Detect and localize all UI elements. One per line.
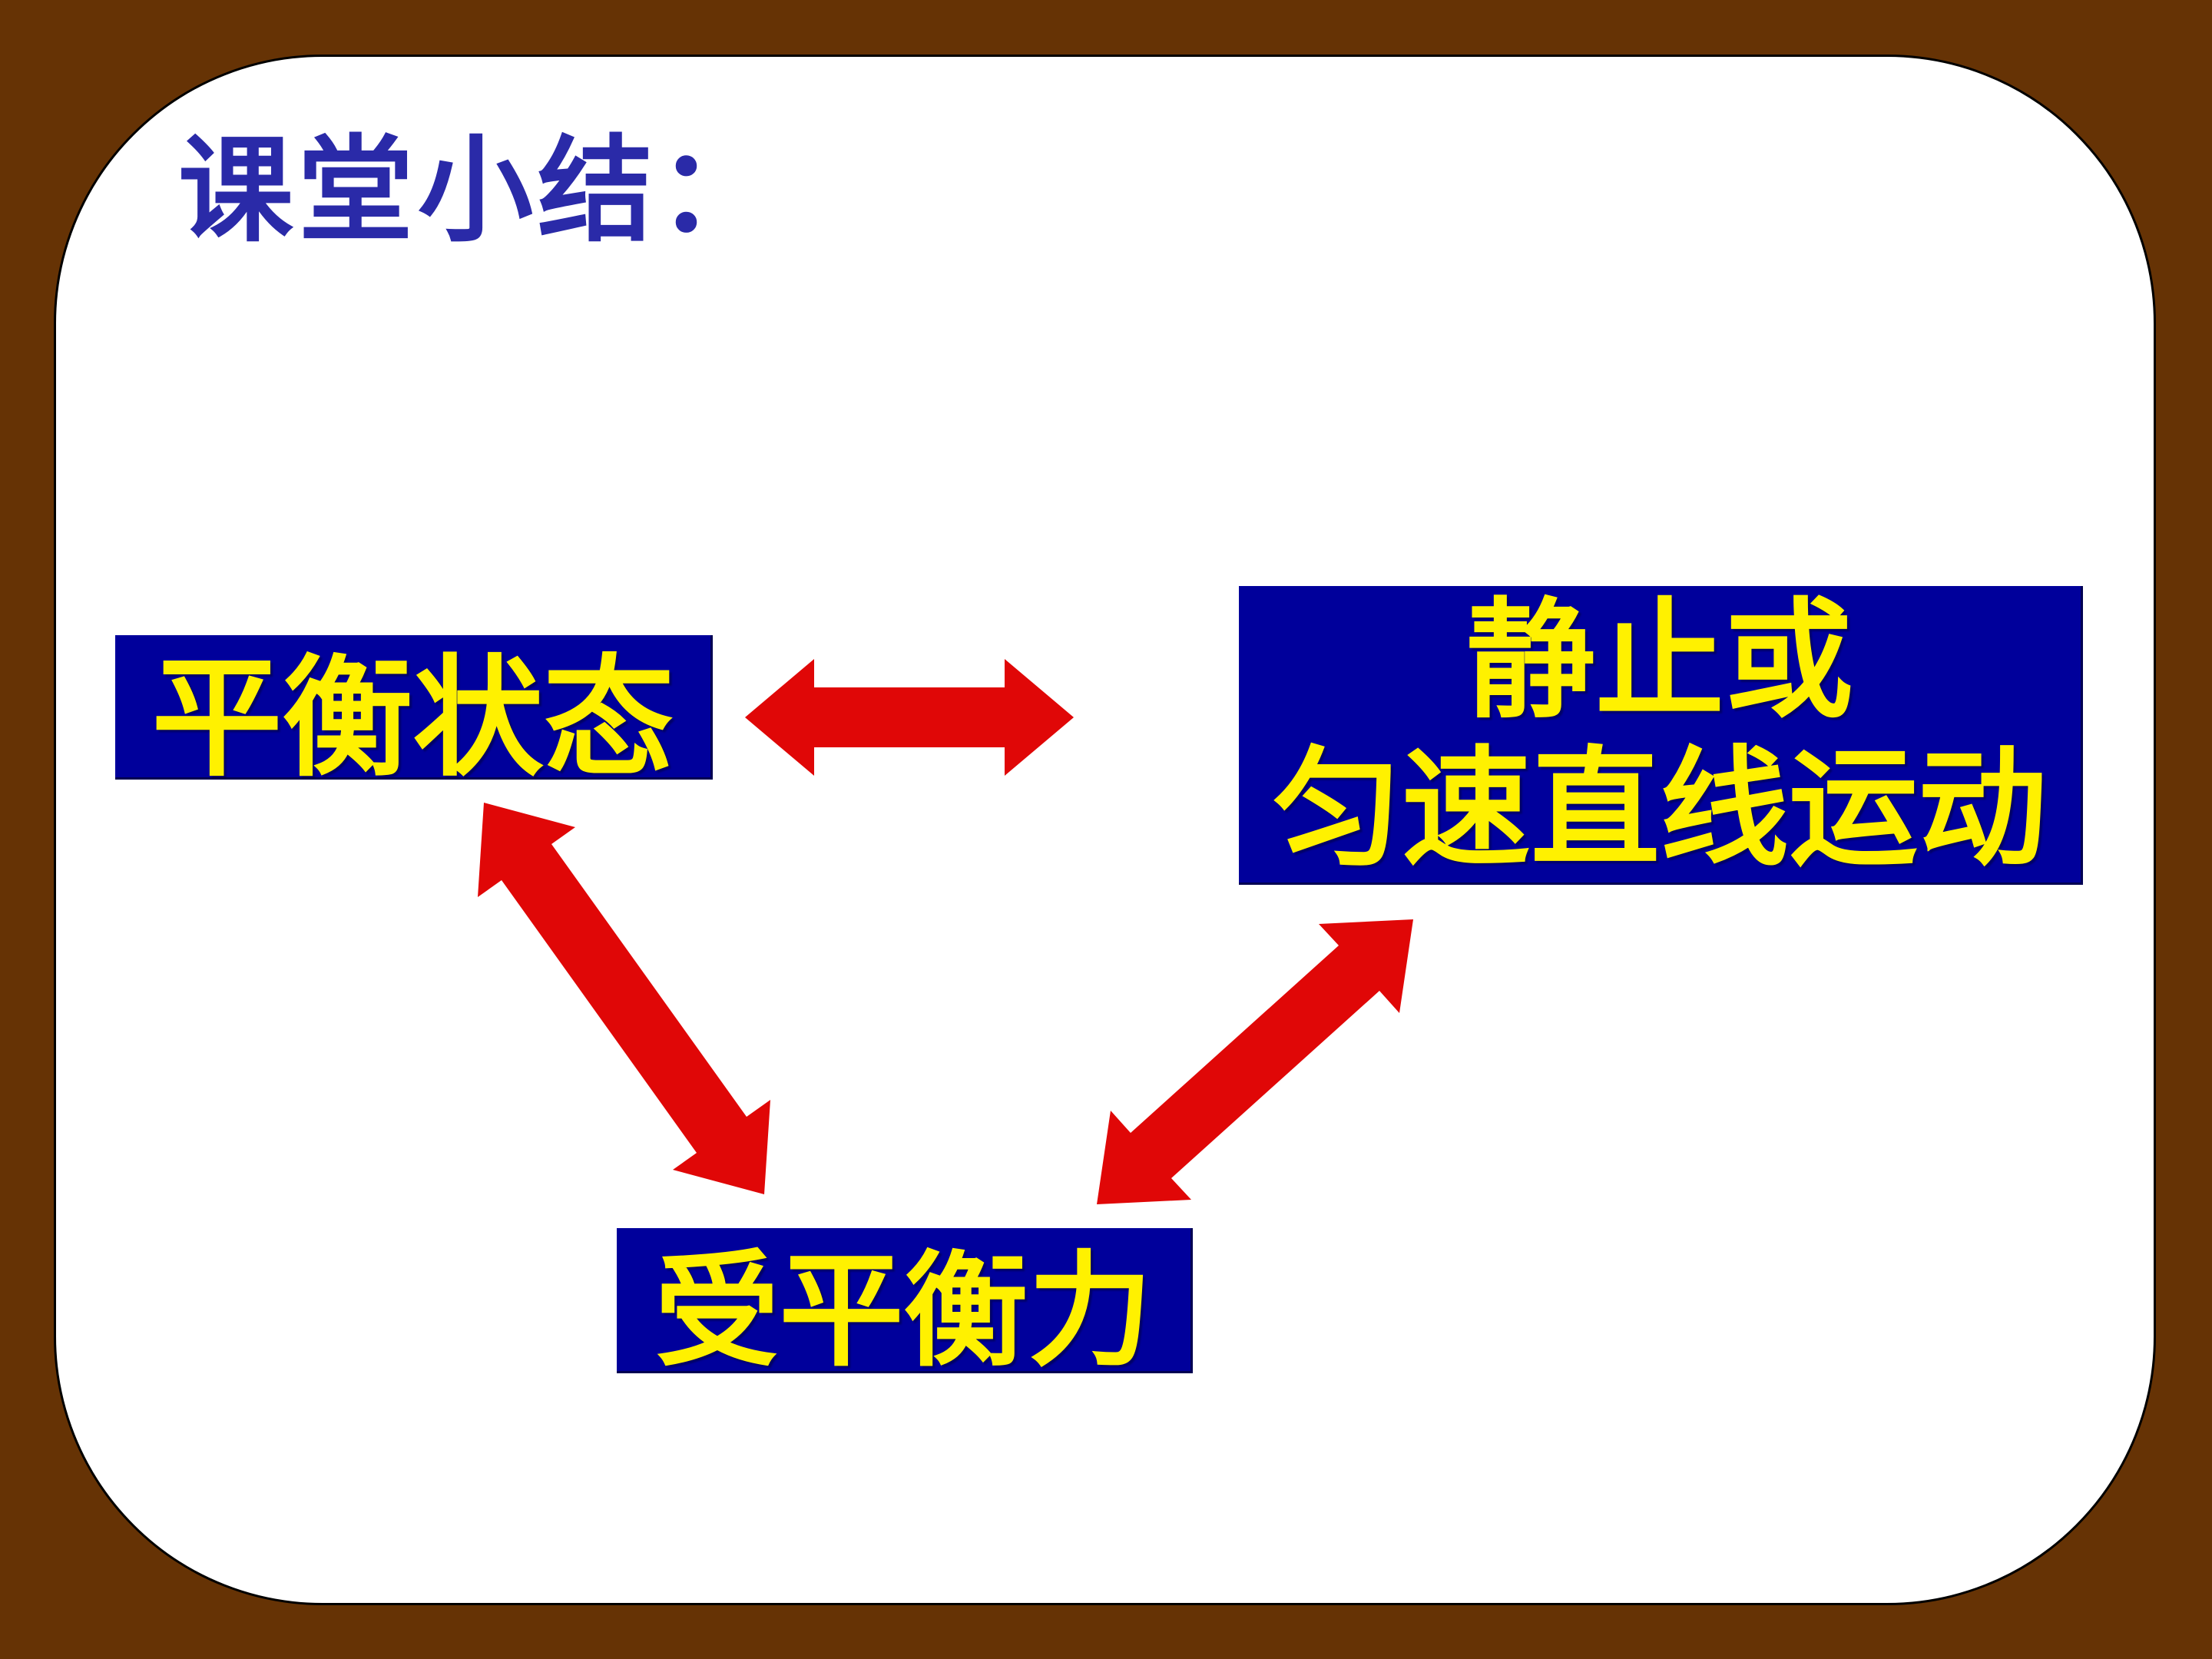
node-equilibrium-state: 平衡状态 xyxy=(115,635,713,795)
node-equilibrium-state-label: 平衡状态 xyxy=(151,641,674,795)
node-rest-or-uniform-motion: 静止或 匀速直线运动 xyxy=(1239,583,2083,885)
slide-title: 课堂小结： xyxy=(178,123,778,258)
node-balanced-forces: 受平衡力 xyxy=(617,1228,1193,1384)
node-rest-or-uniform-motion-label-line1: 静止或 xyxy=(1466,583,1853,736)
node-balanced-forces-label: 受平衡力 xyxy=(654,1237,1153,1384)
node-rest-or-uniform-motion-label-line2: 匀速直线运动 xyxy=(1273,732,2047,884)
